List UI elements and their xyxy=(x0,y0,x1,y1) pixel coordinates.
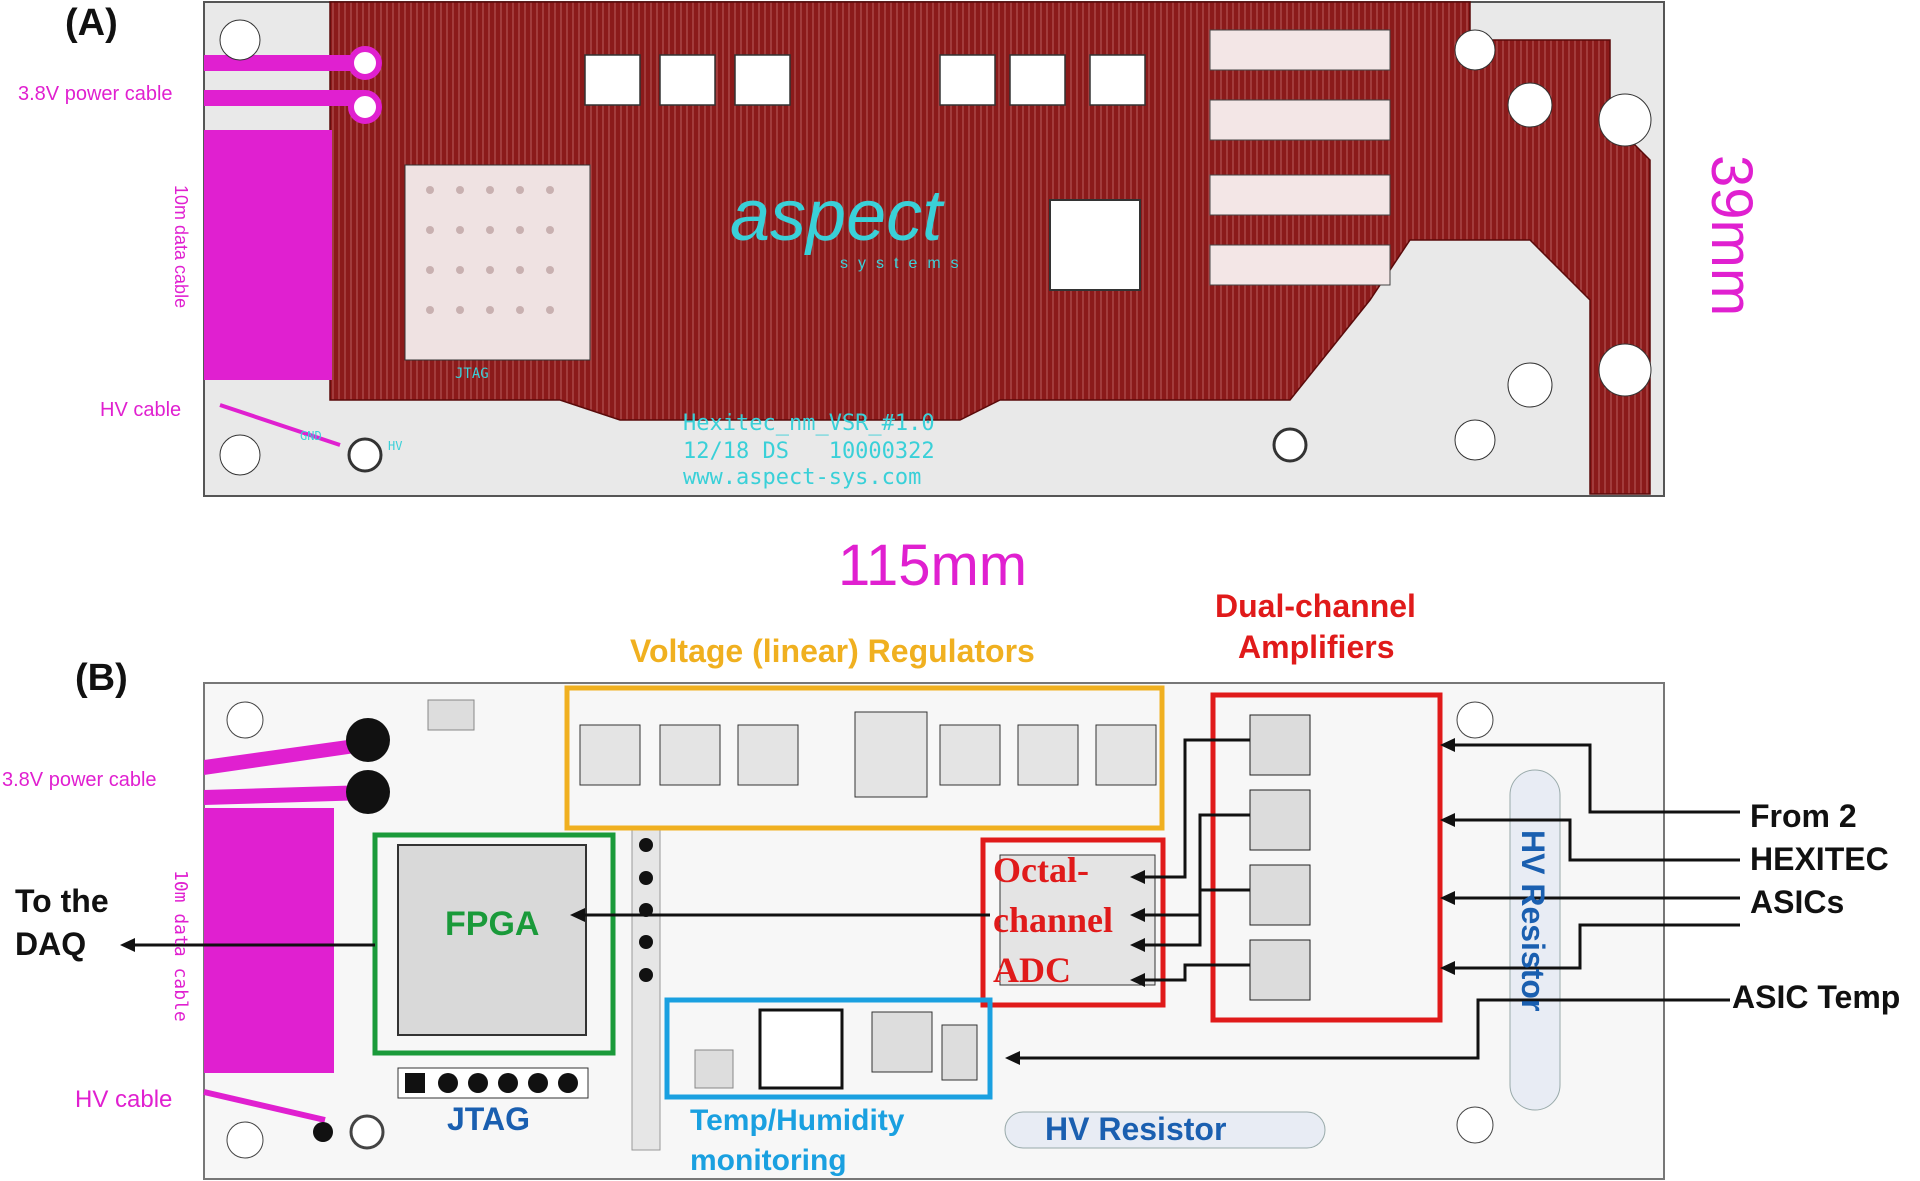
height-dimension: 39mm xyxy=(1699,155,1764,316)
silk-jtag: JTAG xyxy=(455,366,489,382)
logo-sub: systems xyxy=(840,255,969,272)
adc-label-2: channel xyxy=(993,900,1113,940)
logo-main: aspect xyxy=(730,176,945,256)
hv-resistor-label-bottom: HV Resistor xyxy=(1045,1111,1226,1147)
fpga-label: FPGA xyxy=(445,905,539,943)
amplifiers-label-1: Dual-channel xyxy=(1215,588,1416,624)
power-cable-label-a: 3.8V power cable xyxy=(18,83,173,105)
silk-gnd: GND xyxy=(300,429,322,443)
asic-temp-label: ASIC Temp xyxy=(1732,979,1900,1015)
pcb-layout-b xyxy=(203,682,1665,1180)
hv-resistor-label-right: HV Resistor xyxy=(1515,830,1551,1011)
temp-humidity-label-1: Temp/Humidity xyxy=(690,1104,905,1137)
jtag-label: JTAG xyxy=(447,1101,530,1137)
from-asics-line-1: From 2 xyxy=(1750,798,1857,834)
pcb-photo-a xyxy=(203,1,1665,497)
temp-humidity-box xyxy=(664,997,993,1100)
to-daq-line-2: DAQ xyxy=(15,926,86,962)
signal-arrows xyxy=(130,738,1740,1060)
adc-label-3: ADC xyxy=(993,950,1071,990)
silk-hv: HV xyxy=(388,439,402,453)
adc-label-1: Octal- xyxy=(993,850,1089,890)
arrowheads xyxy=(120,738,1455,1065)
temp-humidity-label-2: monitoring xyxy=(690,1144,847,1177)
hv-cable-label-a: HV cable xyxy=(100,399,181,421)
silk-line-2: 12/18 DS 10000322 xyxy=(683,439,935,464)
data-cable-label-b: 10m data cable xyxy=(170,870,191,1022)
regulators-box xyxy=(564,685,1165,831)
to-daq-line-1: To the xyxy=(15,883,109,919)
regulators-label: Voltage (linear) Regulators xyxy=(630,633,1035,669)
silk-line-1: Hexitec_nm_VSR_#1.0 xyxy=(683,411,935,436)
from-asics-line-3: ASICs xyxy=(1750,884,1844,920)
silk-line-3: www.aspect-sys.com xyxy=(683,465,921,490)
hv-cable-label-b: HV cable xyxy=(75,1086,172,1113)
width-dimension: 115mm xyxy=(838,533,1027,598)
data-cable-label-a: 10m data cable xyxy=(171,185,191,308)
power-cable-label-b: 3.8V power cable xyxy=(2,769,157,791)
amplifiers-box xyxy=(1210,692,1443,1023)
panel-a-label: (A) xyxy=(65,2,118,44)
panel-b-label: (B) xyxy=(75,657,128,699)
amplifiers-label-2: Amplifiers xyxy=(1238,629,1394,665)
adc-box xyxy=(980,837,1166,1008)
from-asics-line-2: HEXITEC xyxy=(1750,841,1889,877)
